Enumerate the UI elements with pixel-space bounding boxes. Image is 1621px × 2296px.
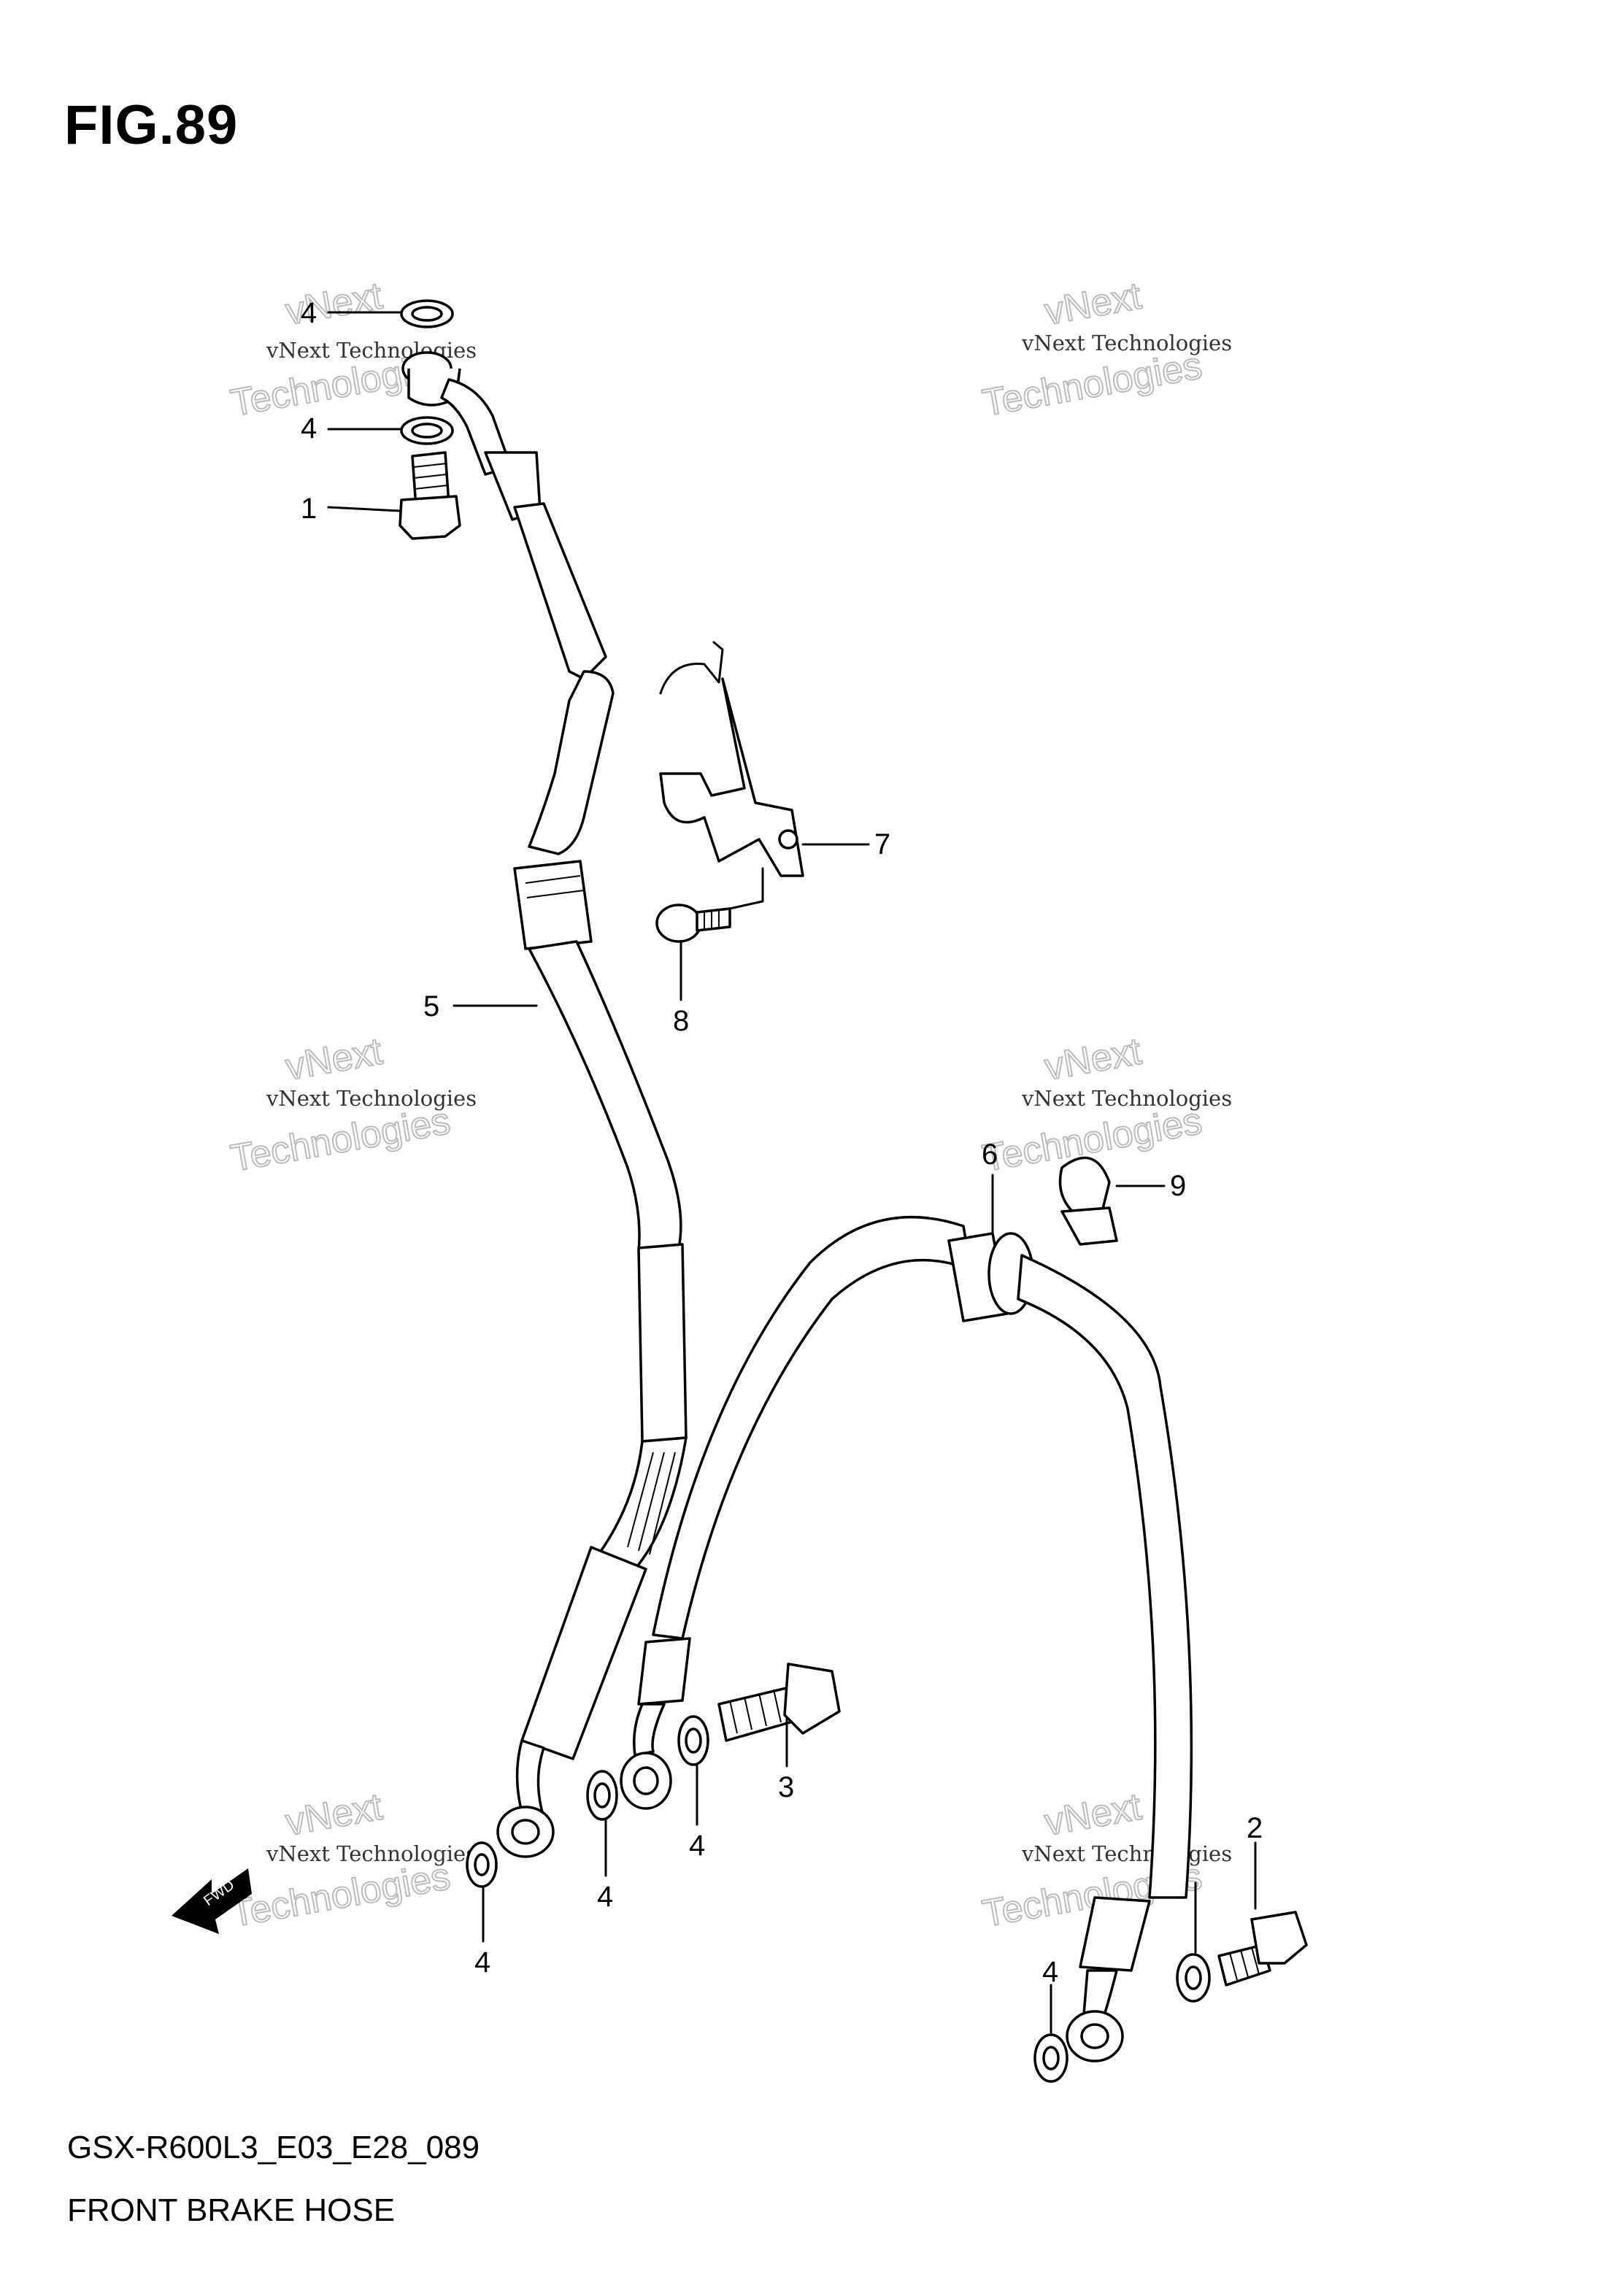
callout-7: 7 — [874, 828, 890, 860]
svg-text:vNext Technologies: vNext Technologies — [1021, 1086, 1232, 1111]
bracket-bolt — [655, 904, 731, 943]
callout-2: 2 — [1247, 1812, 1263, 1844]
callout-4-mid-b: 4 — [597, 1881, 613, 1913]
callout-5: 5 — [423, 990, 439, 1022]
washer-left — [466, 1841, 498, 1888]
svg-text:vNext: vNext — [1041, 1786, 1145, 1844]
brake-hose-upper — [401, 351, 688, 1858]
watermark-middle-left: vNext Technologies vNext Technologies — [227, 1030, 477, 1181]
callout-4-top-a: 4 — [301, 297, 317, 329]
callout-3: 3 — [778, 1771, 794, 1803]
svg-text:vNext: vNext — [282, 1030, 386, 1089]
callout-6: 6 — [982, 1139, 998, 1171]
svg-text:vNext Technologies: vNext Technologies — [1021, 331, 1232, 355]
drawing-code: GSX-R600L3_E03_E28_089 — [67, 2130, 480, 2165]
callout-labels: 4 4 1 7 8 5 6 9 3 4 4 4 2 4 — [301, 297, 1263, 1988]
union-bolt-right — [1033, 1911, 1308, 2083]
union-bolt-top — [398, 299, 461, 540]
callout-4-mid-a: 4 — [689, 1830, 705, 1862]
svg-text:vNext: vNext — [1041, 1030, 1145, 1089]
callout-4-right: 4 — [1042, 1956, 1058, 1988]
hose-clamp — [1058, 1156, 1118, 1246]
svg-text:vNext: vNext — [282, 275, 386, 334]
svg-text:vNext Technologies: vNext Technologies — [266, 1086, 477, 1111]
svg-text:vNext: vNext — [282, 1786, 386, 1844]
callout-4-left: 4 — [474, 1946, 490, 1979]
svg-text:Technologies: Technologies — [228, 1100, 453, 1180]
watermark-top-right: vNext Technologies vNext Technologies — [979, 274, 1232, 425]
brake-hose-lower — [620, 1215, 1193, 2062]
svg-text:vNext: vNext — [1041, 275, 1145, 334]
callout-8: 8 — [673, 1005, 689, 1037]
callout-1: 1 — [301, 493, 317, 525]
callout-4-top-b: 4 — [301, 412, 317, 444]
hose-bracket — [659, 641, 804, 877]
figure-title: FIG.89 — [64, 94, 239, 156]
drawing-title: FRONT BRAKE HOSE — [67, 2192, 396, 2228]
svg-text:vNext Technologies: vNext Technologies — [266, 1841, 477, 1866]
callout-9: 9 — [1170, 1170, 1186, 1202]
svg-text:Technologies: Technologies — [228, 1855, 453, 1935]
watermark-bottom-left: vNext Technologies vNext Technologies — [227, 1785, 477, 1936]
leader-lines — [327, 311, 1257, 2034]
svg-text:Technologies: Technologies — [979, 344, 1205, 425]
watermark-middle-right: vNext Technologies vNext Technologies — [979, 1030, 1232, 1181]
union-bolt-middle — [586, 1663, 841, 1821]
svg-text:vNext Technologies: vNext Technologies — [1021, 1841, 1232, 1866]
